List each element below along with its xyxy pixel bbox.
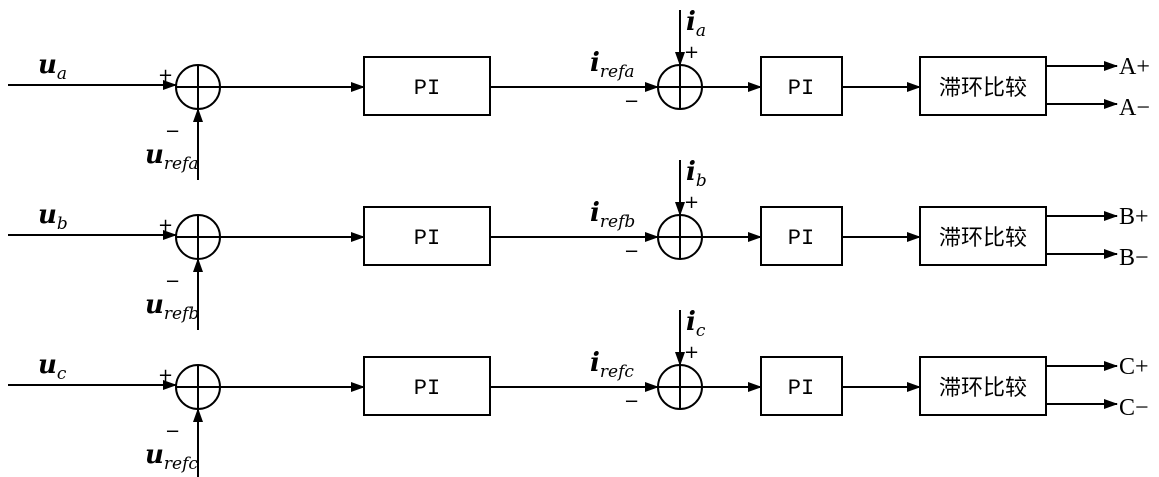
pi-label: PI [788,376,814,401]
current-reference-label-sub: refc [600,362,634,382]
reference-voltage-label-main: u [145,440,164,470]
reference-voltage-label-main: u [145,140,164,170]
current-reference-label: irefc [590,348,634,382]
plus-sign: + [684,192,699,213]
current-feedback-label: ib [686,157,707,191]
reference-voltage-label: urefa [145,140,199,174]
output-negative-label: A− [1119,95,1150,121]
hysteresis-label: 滞环比较 [939,226,1027,251]
current-reference-label-sub: refb [600,212,635,232]
input-label-sub: a [57,64,67,84]
reference-voltage-label: urefc [145,440,198,474]
reference-voltage-label-sub: refa [164,154,199,174]
current-feedback-label-main: i [686,7,696,37]
hysteresis-comparator [919,56,1047,116]
current-feedback-label: ic [686,307,706,341]
current-reference-label-main: i [590,48,600,78]
current-reference-label: irefb [590,198,635,232]
input-label-sub: c [57,364,67,384]
pi-controller-voltage [363,356,491,416]
current-feedback-label-sub: a [696,21,706,41]
input-label: uc [38,350,67,384]
current-reference-label-sub: refa [600,62,635,82]
pi-label: PI [414,76,440,101]
current-reference-label-main: i [590,198,600,228]
pi-controller-voltage [363,56,491,116]
input-label-main: u [38,50,57,80]
pi-label: PI [414,376,440,401]
minus-sign: − [624,241,639,262]
hysteresis-label: 滞环比较 [939,376,1027,401]
current-feedback-label-sub: c [696,321,706,341]
input-label-main: u [38,350,57,380]
hysteresis-comparator [919,356,1047,416]
output-positive-label: B+ [1119,204,1149,230]
output-negative-label: B− [1119,245,1149,271]
minus-sign: − [624,91,639,112]
output-negative-label: C− [1119,395,1149,421]
reference-voltage-label-sub: refb [164,304,199,324]
pi-label: PI [414,226,440,251]
reference-voltage-label-main: u [145,290,164,320]
pi-controller-current [760,56,843,116]
current-feedback-label-sub: b [696,171,707,191]
input-label: ub [38,200,68,234]
pi-controller-current [760,206,843,266]
plus-sign: + [684,42,699,63]
input-label: ua [38,50,67,84]
minus-sign: − [624,391,639,412]
output-positive-label: C+ [1119,354,1149,380]
plus-sign: + [158,365,173,386]
hysteresis-label: 滞环比较 [939,76,1027,101]
plus-sign: + [158,65,173,86]
minus-sign: − [165,121,180,142]
plus-sign: + [158,215,173,236]
pi-label: PI [788,226,814,251]
current-feedback-label-main: i [686,307,696,337]
minus-sign: − [165,421,180,442]
minus-sign: − [165,271,180,292]
output-positive-label: A+ [1119,54,1150,80]
current-feedback-label: ia [686,7,706,41]
current-reference-label: irefa [590,48,635,82]
input-label-main: u [38,200,57,230]
current-feedback-label-main: i [686,157,696,187]
reference-voltage-label: urefb [145,290,199,324]
input-label-sub: b [57,214,68,234]
current-reference-label-main: i [590,348,600,378]
reference-voltage-label-sub: refc [164,454,198,474]
pi-label: PI [788,76,814,101]
plus-sign: + [684,342,699,363]
hysteresis-comparator [919,206,1047,266]
pi-controller-voltage [363,206,491,266]
